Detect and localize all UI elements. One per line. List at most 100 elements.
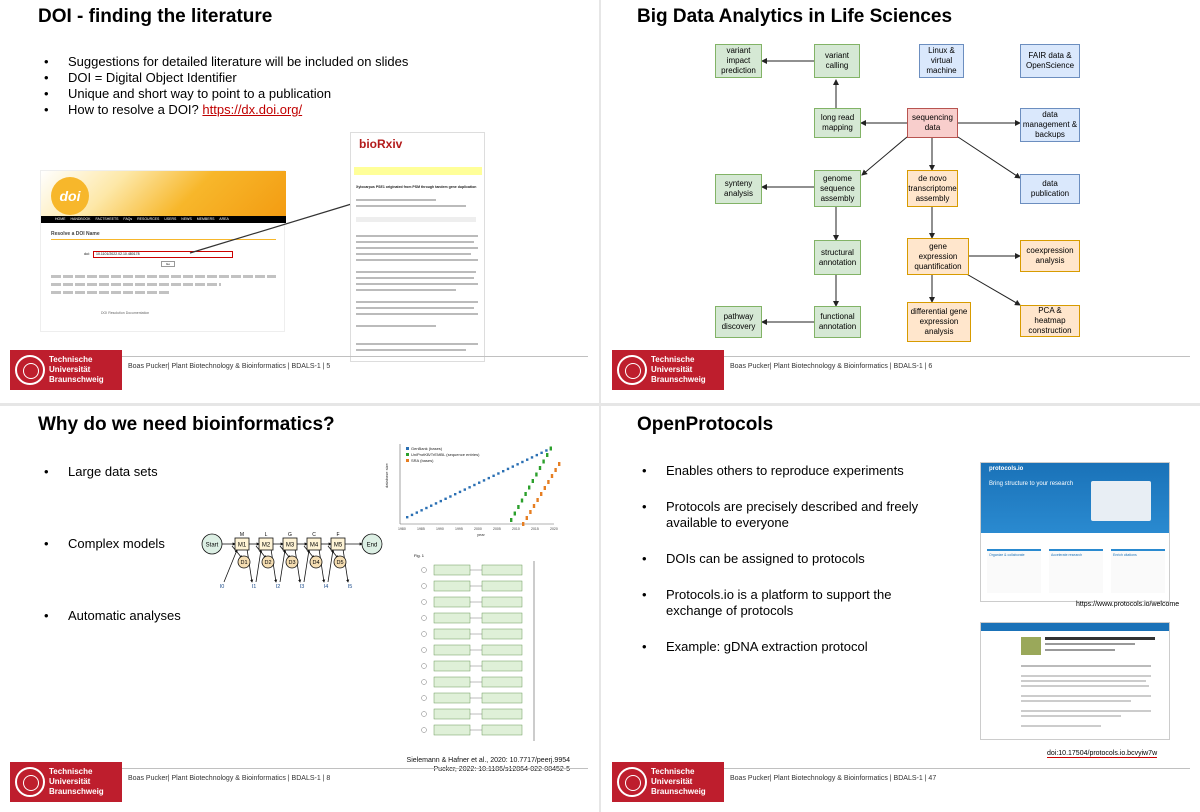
box-pathway: pathway discovery <box>715 306 762 338</box>
hmm-emission-letter: M <box>240 532 244 538</box>
bullet-item: Enables others to reproduce experiments <box>638 463 938 479</box>
legend-sra: SRA (bases) <box>411 458 434 463</box>
bullet-item: Protocols.io is a platform to support th… <box>638 587 938 619</box>
doi-input: 10.1101/2022.02.10.480178 <box>93 251 233 258</box>
text-line <box>1045 643 1135 645</box>
footer-text: Boas Pucker| Plant Biotechnology & Bioin… <box>730 363 933 370</box>
university-seal-icon <box>15 767 45 797</box>
box-fair: FAIR data & OpenScience <box>1020 44 1080 78</box>
text-line <box>1021 710 1151 712</box>
data-point <box>540 492 543 496</box>
bullet-item: Automatic analyses <box>40 608 181 624</box>
data-point <box>482 479 486 482</box>
doi-text-line <box>51 283 221 286</box>
doi-resolver-link[interactable]: https://dx.doi.org/ <box>202 102 303 117</box>
tabs-bar <box>356 217 476 222</box>
data-point <box>511 465 514 468</box>
doi-link[interactable]: protocols.io.bcvyiw7w <box>1089 750 1158 758</box>
hmm-match-label: M4 <box>310 543 319 549</box>
pipeline-step <box>433 612 471 624</box>
data-point <box>558 462 561 466</box>
pipeline-output <box>481 628 523 640</box>
hmm-emission-letter: L <box>265 532 268 538</box>
box-synteny: synteny analysis <box>715 174 762 204</box>
pipeline-step <box>433 660 471 672</box>
bullet-list: Large data sets Complex models Automatic… <box>40 464 181 624</box>
hmm-end-label: End <box>367 543 378 549</box>
hmm-match-state <box>282 537 298 551</box>
doi-go-button: Go <box>161 261 175 267</box>
feature-card: Enrich citations <box>1111 549 1165 593</box>
slide-open-protocols: OpenProtocols Enables others to reproduc… <box>602 408 1200 812</box>
hmm-emission-letter: F <box>336 532 339 538</box>
data-point <box>522 522 525 526</box>
pipeline-step <box>433 596 471 608</box>
doi-header-banner: doi <box>41 171 286 216</box>
hmm-start-node <box>201 533 223 555</box>
data-point <box>497 472 500 475</box>
data-point <box>425 506 428 510</box>
university-seal-icon <box>617 355 647 385</box>
data-point <box>538 466 542 470</box>
bullet-item: Protocols are precisely described and fr… <box>638 499 938 531</box>
text-line <box>1021 675 1151 677</box>
hmm-insert-label: I2 <box>276 584 281 590</box>
hmm-delete-label: D3 <box>288 560 295 566</box>
biorxiv-logo: bioRxiv <box>359 137 403 151</box>
protocol-doi: doi:10.17504/protocols.io.bcvyiw7w <box>1047 750 1158 758</box>
pipeline-number <box>421 647 427 653</box>
bullet-text: How to resolve a DOI? <box>68 102 199 117</box>
hmm-insert-label: I1 <box>252 584 257 590</box>
data-point <box>525 516 528 520</box>
welcome-url: https://www.protocols.io/welcome <box>1076 601 1180 608</box>
data-point <box>444 497 447 500</box>
hmm-insert-label: I0 <box>220 584 225 590</box>
data-point <box>454 493 457 496</box>
data-point <box>502 470 505 473</box>
protocols-io-hero: protocols.io Bring structure to your res… <box>981 463 1169 533</box>
pipeline-number <box>421 727 427 733</box>
data-point <box>543 486 546 490</box>
data-point <box>516 463 519 466</box>
data-point <box>463 488 466 491</box>
pipeline-step <box>433 628 471 640</box>
data-point <box>468 486 471 489</box>
box-differential-expression: differential gene expression analysis <box>907 302 971 342</box>
text-line <box>356 253 471 255</box>
data-point <box>434 502 438 505</box>
data-point <box>546 453 549 457</box>
text-line <box>1045 637 1155 640</box>
text-line <box>356 259 478 261</box>
protocols-io-welcome-screenshot: protocols.io Bring structure to your res… <box>980 462 1170 602</box>
box-gene-expression: gene expression quantification <box>907 238 969 275</box>
data-point <box>439 499 442 503</box>
hmm-match-label: M1 <box>238 543 247 549</box>
pipeline-output <box>481 660 523 672</box>
x-tick-label: 1995 <box>455 527 463 531</box>
series-uniprot <box>510 446 552 522</box>
hmm-insert-label: I3 <box>300 584 305 590</box>
text-line <box>356 313 478 315</box>
data-point <box>540 451 543 454</box>
box-data-publication: data publication <box>1020 174 1080 204</box>
footer-rule <box>724 768 1190 769</box>
text-line <box>1021 725 1101 727</box>
hmm-match-label: M2 <box>262 543 271 549</box>
data-point <box>529 510 532 514</box>
doi-website-screenshot: doi HOME HANDBOOK FACTSHEETS FAQs RESOUR… <box>40 170 286 332</box>
pipeline-number <box>421 567 427 573</box>
data-point <box>536 498 539 502</box>
device-illustration <box>1091 481 1151 521</box>
footer-rule <box>122 356 588 357</box>
box-variant-calling: variant calling <box>814 44 860 78</box>
data-point <box>526 458 529 461</box>
text-line <box>1021 715 1121 717</box>
doi-prefix: doi:10.17504/ <box>1047 750 1090 758</box>
bullet-list: Enables others to reproduce experiments … <box>638 463 938 655</box>
data-point <box>478 481 481 484</box>
